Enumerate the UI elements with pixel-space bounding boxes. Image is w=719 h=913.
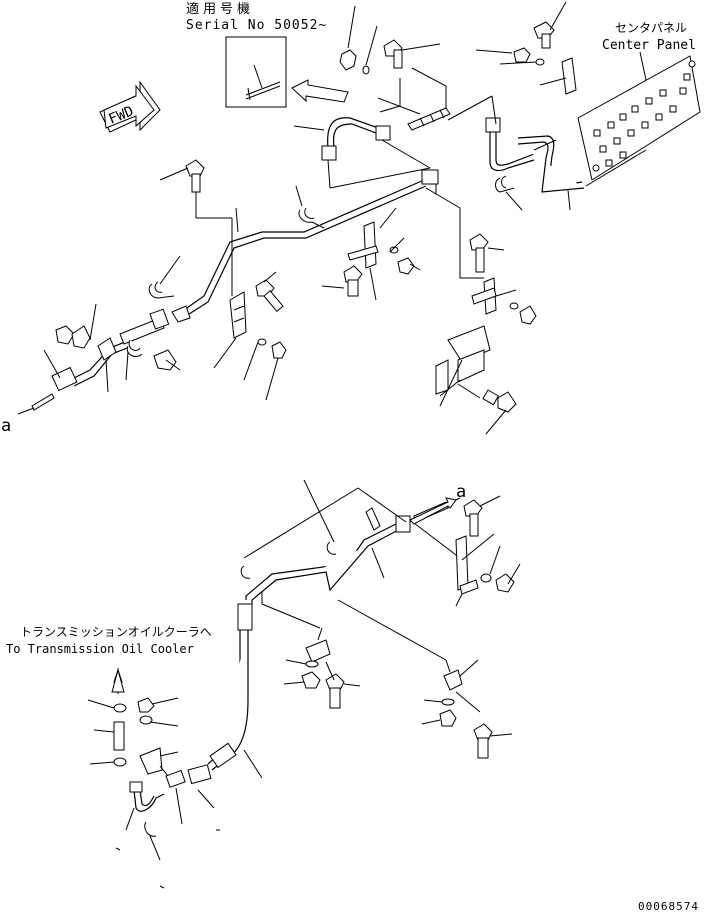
- transmission-label-jp: トランスミッションオイルクーラへ: [20, 625, 212, 639]
- left-hose: [17, 303, 181, 415]
- reference-a-upper: a: [456, 482, 466, 502]
- reference-arrow-icons: [111, 497, 457, 693]
- transmission-label-en: To Transmission Oil Cooler: [6, 642, 194, 656]
- center-panel: [577, 51, 701, 181]
- top-hardware: [339, 1, 577, 95]
- serial-inset-box: [225, 36, 287, 108]
- lower-left-fittings: [87, 668, 220, 889]
- left-clamp-assembly: [148, 159, 287, 401]
- transmission-hose: [165, 630, 263, 825]
- lower-pipe-route: [237, 479, 461, 661]
- center-panel-label-en: Center Panel: [602, 38, 696, 53]
- serial-label-jp: 適用号機: [186, 1, 254, 17]
- hollow-arrow-icon: [291, 79, 349, 103]
- lower-right-fasteners: [421, 495, 521, 759]
- center-panel-label-jp: センタパネル: [615, 21, 687, 35]
- fwd-arrow-icon: FWD: [99, 80, 161, 133]
- serial-label-en: Serial No 50052~: [186, 18, 327, 33]
- middle-bracket-assembly: [321, 207, 421, 301]
- reference-a-lower: a: [1, 416, 11, 436]
- lower-middle-fasteners: [283, 627, 361, 709]
- upper-elbow-pipe: [293, 117, 431, 189]
- right-bracket-assembly: [425, 187, 537, 435]
- panel-feed-pipes: [447, 95, 647, 211]
- top-bracket-assembly: [377, 67, 451, 131]
- main-upper-pipe: [171, 169, 439, 323]
- drawing-number: 00068574: [638, 900, 699, 913]
